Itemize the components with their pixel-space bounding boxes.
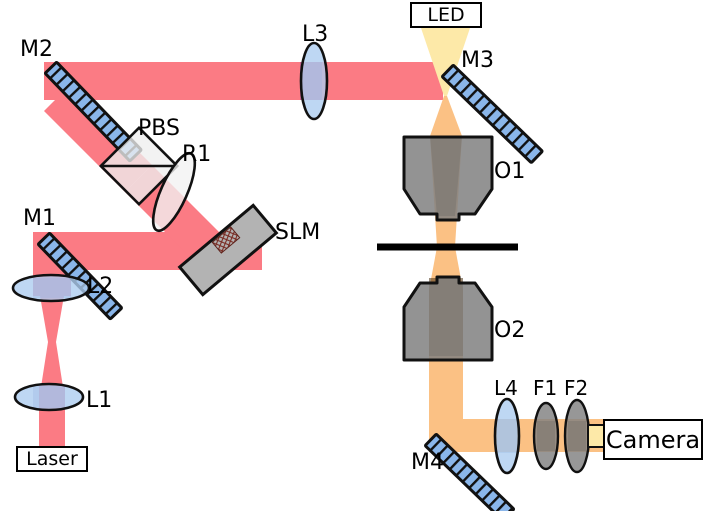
label-m1: M1 [23, 206, 56, 231]
label-f2: F2 [564, 376, 589, 400]
beam-led-focus [430, 96, 462, 136]
led-source-box[interactable]: LED [410, 2, 482, 28]
mirror-m4[interactable] [424, 432, 516, 511]
label-l2: L2 [87, 274, 114, 299]
lens-l3[interactable] [299, 41, 329, 121]
lens-l1[interactable] [13, 382, 85, 412]
label-m4: M4 [411, 450, 444, 475]
objective-o1[interactable] [402, 135, 494, 222]
slm-panel[interactable] [177, 203, 279, 297]
label-o2: O2 [494, 318, 526, 343]
beam-led-cone [421, 28, 470, 96]
lens-l2[interactable] [11, 273, 91, 303]
label-m2: M2 [20, 37, 53, 62]
filter-f1[interactable] [532, 401, 560, 471]
filter-f2[interactable] [563, 398, 591, 474]
label-f1: F1 [533, 376, 558, 400]
camera-box[interactable]: Camera [603, 419, 703, 460]
mirror-m3[interactable] [441, 63, 544, 164]
beamsplitter-pbs[interactable] [98, 125, 180, 207]
lens-l4[interactable] [493, 397, 521, 475]
label-l1: L1 [86, 388, 113, 413]
objective-o2[interactable] [402, 275, 494, 362]
label-pbs: PBS [138, 116, 180, 141]
laser-source-box[interactable]: Laser [16, 446, 88, 472]
beam-l1-to-l2 [39, 290, 65, 400]
label-l4: L4 [494, 376, 518, 400]
label-r1: R1 [182, 142, 212, 167]
label-l3: L3 [302, 22, 329, 47]
label-o1: O1 [494, 159, 526, 184]
retarder-r1[interactable] [145, 148, 203, 235]
label-slm: SLM [275, 220, 321, 245]
label-m3: M3 [461, 48, 494, 73]
beam-m2-to-m3 [44, 62, 443, 100]
